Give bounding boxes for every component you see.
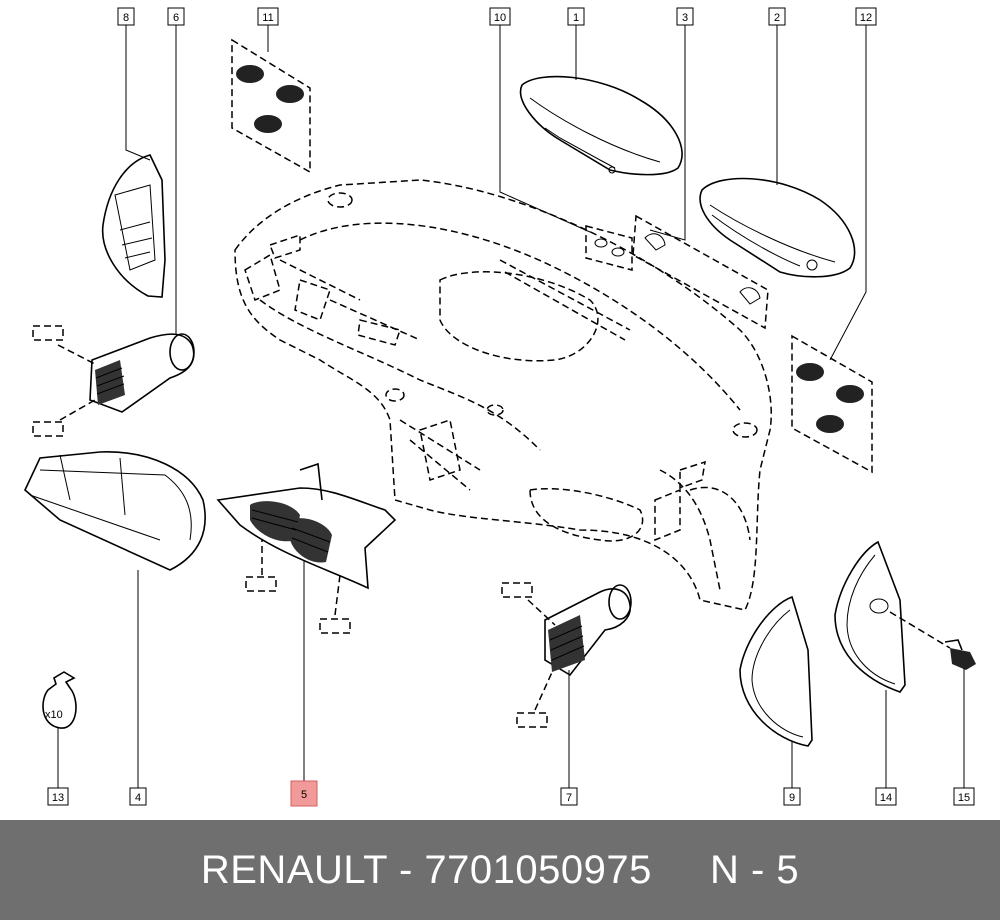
bag-quantity-label: x10 bbox=[45, 709, 63, 721]
callout-5-label: 5 bbox=[301, 789, 307, 801]
callout-11-label: 11 bbox=[262, 12, 273, 24]
part-4-lower-trim bbox=[24, 451, 206, 571]
part-14-side-cap bbox=[834, 540, 951, 693]
callout-2-label: 2 bbox=[774, 12, 780, 24]
part-15-fastener bbox=[944, 639, 976, 670]
callout-9-label: 9 bbox=[789, 792, 795, 804]
callout-4-label: 4 bbox=[135, 792, 141, 804]
part-11-speaker-grilles bbox=[231, 38, 311, 174]
callout-14-label: 14 bbox=[880, 792, 892, 804]
part-8-side-trim bbox=[101, 154, 166, 298]
part-number-footer: RENAULT - 7701050975 N - 5 bbox=[0, 820, 1000, 920]
callout-10-label: 10 bbox=[494, 12, 506, 24]
callout-11: 11 bbox=[257, 7, 279, 26]
part-7-right-air-vent bbox=[501, 582, 632, 728]
callout-5-highlighted: 5 bbox=[290, 780, 318, 807]
callout-3-label: 3 bbox=[682, 12, 688, 24]
callout-12: 12 bbox=[855, 7, 877, 26]
part-number-caption: RENAULT - 7701050975 N - 5 bbox=[200, 847, 800, 892]
callout-7-label: 7 bbox=[566, 792, 572, 804]
part-5-center-air-vent bbox=[216, 462, 397, 634]
callout-10: 10 bbox=[489, 7, 511, 26]
callout-12-label: 12 bbox=[860, 12, 872, 24]
callout-1: 1 bbox=[567, 7, 585, 26]
part-2-instrument-cowl bbox=[699, 177, 856, 278]
callout-7: 7 bbox=[560, 787, 578, 806]
part-9-end-cap bbox=[739, 595, 813, 747]
part-12-speaker-grilles bbox=[791, 334, 873, 474]
callout-13-label: 13 bbox=[52, 792, 64, 804]
callout-1-label: 1 bbox=[573, 12, 579, 24]
callout-15: 15 bbox=[953, 787, 975, 806]
callout-4: 4 bbox=[129, 787, 147, 806]
callout-14: 14 bbox=[875, 787, 897, 806]
dashboard-exploded-diagram: x10 8 6 bbox=[24, 7, 976, 807]
leader-lines bbox=[57, 25, 965, 788]
callout-15-label: 15 bbox=[958, 792, 970, 804]
callout-8-label: 8 bbox=[123, 12, 129, 24]
part-3-clip-group bbox=[632, 214, 769, 330]
part-1-instrument-cowl bbox=[519, 75, 683, 176]
dashboard-panel bbox=[234, 179, 772, 611]
callout-13: 13 bbox=[47, 787, 69, 806]
callout-9: 9 bbox=[783, 787, 801, 806]
callout-8: 8 bbox=[117, 7, 135, 26]
callout-3: 3 bbox=[676, 7, 694, 26]
callout-6-label: 6 bbox=[173, 12, 179, 24]
callout-2: 2 bbox=[768, 7, 786, 26]
callout-6: 6 bbox=[167, 7, 185, 26]
part-10-clips bbox=[585, 225, 633, 271]
part-6-left-air-vent bbox=[32, 325, 195, 437]
part-13-fastener-bag: x10 bbox=[42, 671, 77, 729]
